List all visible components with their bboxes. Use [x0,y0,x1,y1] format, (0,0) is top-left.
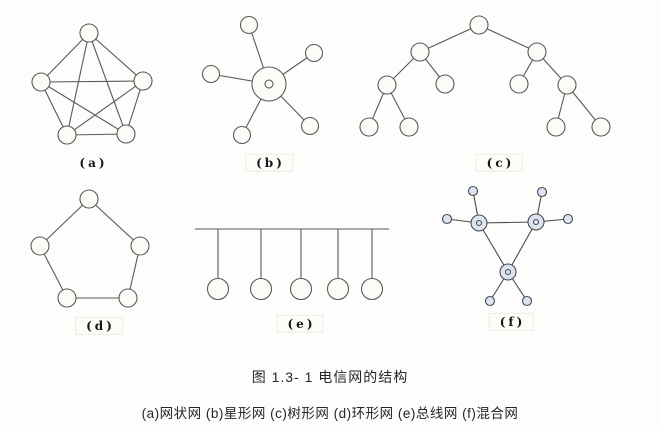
network-node [30,236,50,256]
network-node [521,295,533,307]
network-node [300,116,320,136]
network-node [57,125,77,145]
panel-ring-network [30,189,150,308]
network-node [206,277,230,301]
hub-node-core [532,218,540,226]
network-node [31,72,51,92]
network-node [249,277,273,301]
panel-label-e: (e) [276,314,324,334]
network-node [289,277,313,301]
hub-node-core [475,219,483,227]
network-node [130,236,150,256]
network-node [399,117,419,137]
network-node [527,42,547,62]
hub-node-core [504,268,512,276]
network-node [546,117,566,137]
panel-hybrid-network [441,185,574,307]
panel-label-f: (f) [488,312,534,332]
network-node [239,15,259,35]
network-node [304,43,324,63]
network-node [118,288,138,308]
network-node [410,42,430,62]
panel-bus-network [195,228,389,301]
network-node [562,213,574,225]
network-node [79,189,99,209]
network-node [557,75,577,95]
panel-label-b: (b) [245,153,293,173]
network-node [467,185,479,197]
panel-label-a: (a) [79,155,108,170]
network-diagrams-svg [30,15,611,308]
network-node [79,23,99,43]
network-node [509,74,529,94]
network-node [469,15,489,35]
network-node [57,288,77,308]
hub-node-core [264,79,274,89]
network-node [201,64,221,84]
network-node [359,117,379,137]
network-node [133,71,153,91]
network-node [536,186,548,198]
network-node [326,277,350,301]
panel-label-c: (c) [475,153,523,173]
panel-star-network [201,15,324,145]
network-node [232,125,252,145]
network-node [591,117,611,137]
panel-mesh-network [31,23,153,145]
network-node [441,213,453,225]
panel-label-d: (d) [75,316,123,336]
figure-subcaption: (a)网状网 (b)星形网 (c)树形网 (d)环形网 (e)总线网 (f)混合… [141,406,519,421]
network-node [377,75,397,95]
figure-caption: 图 1.3- 1 电信网的结构 [251,369,409,385]
network-node [360,277,384,301]
network-node [435,74,455,94]
network-node [484,295,496,307]
panel-tree-network [359,15,611,137]
network-node [116,124,136,144]
